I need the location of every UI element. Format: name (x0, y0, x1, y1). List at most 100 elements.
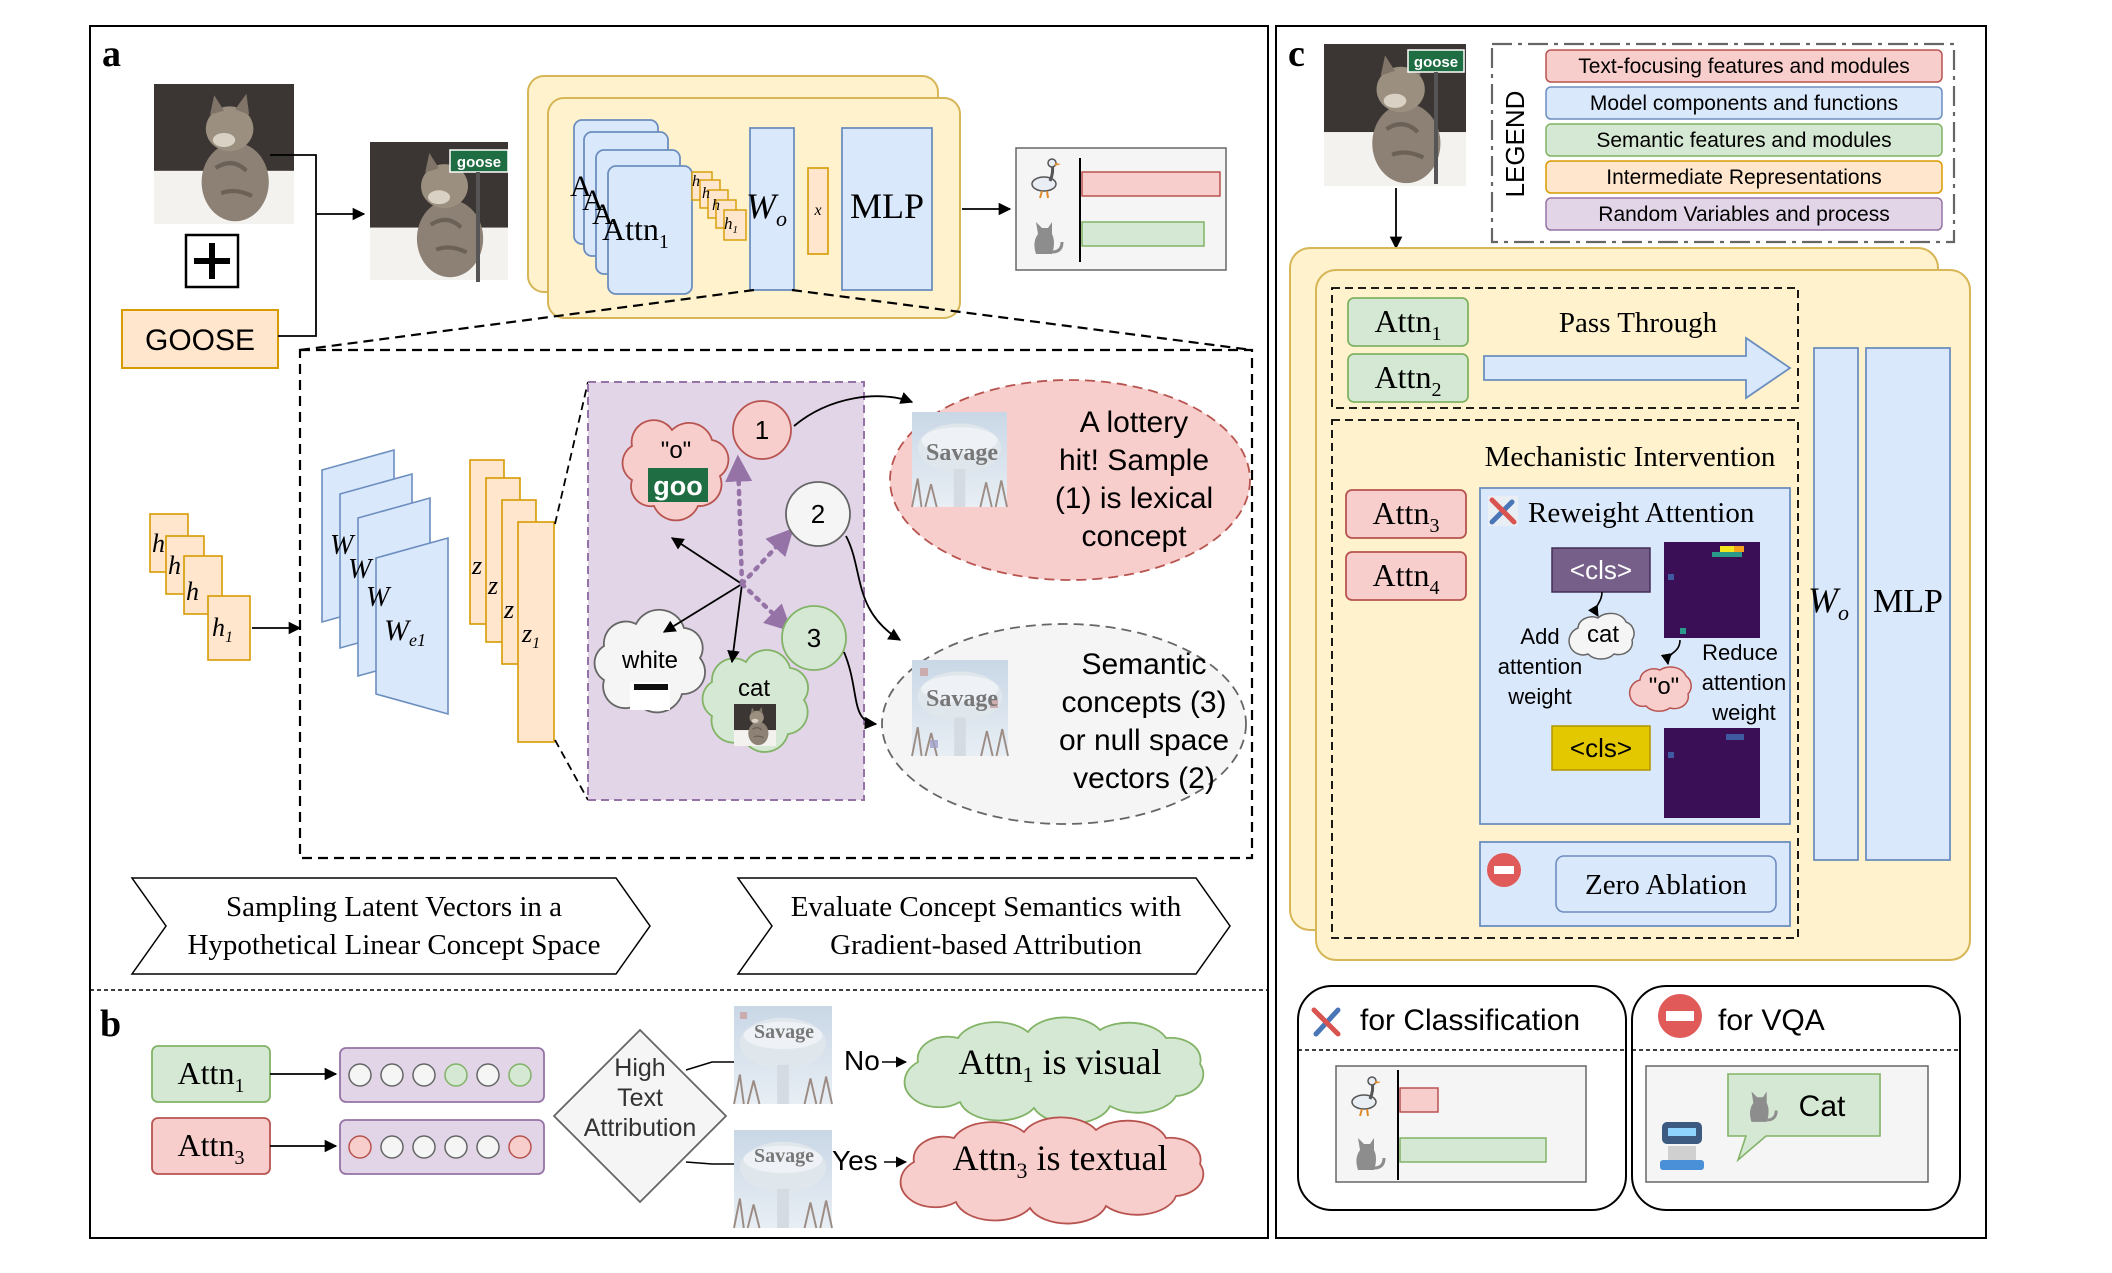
wrench-icon (1488, 496, 1518, 526)
b-attn1-box: Attn1 (151, 1045, 271, 1103)
concept-o-cloud: "o" goo (621, 419, 730, 522)
mech-intervention-title: Mechanistic Intervention (1485, 441, 1776, 473)
vector-element (508, 1063, 532, 1087)
goose-score-bar (1081, 171, 1221, 197)
legend: LEGEND Text-focusing features and module… (1490, 42, 1956, 244)
wrench-icon (1311, 1007, 1341, 1037)
b-textual-cloud: Attn3 is textual (899, 1116, 1205, 1225)
attn-stack-label: A (592, 198, 614, 231)
add-line: Add (1520, 624, 1559, 649)
plus-box (184, 233, 240, 289)
legend-title: LEGEND (1500, 91, 1530, 198)
concept-o-label: "o" (661, 437, 691, 464)
c-o-cloud: "o" (1628, 666, 1692, 712)
c-mlp-block: MLP (1865, 347, 1951, 861)
tower-text: Savage (926, 440, 998, 466)
latent-z-stack: z z z z1 (469, 459, 555, 743)
merge-connector (270, 154, 317, 337)
classification-card: for Classification (1297, 985, 1627, 1211)
z-label: z (503, 595, 514, 624)
sample-3-label: 3 (807, 623, 821, 653)
minus-icon (1658, 994, 1702, 1038)
goose-word-box: GOOSE (121, 309, 279, 369)
panel-label-c: c (1288, 33, 1305, 75)
latent-h-label: h (186, 577, 199, 606)
semantic-arrow (843, 651, 878, 730)
semantic-line: Semantic (1081, 648, 1206, 681)
h-label: h (702, 185, 710, 202)
vector-element (444, 1135, 468, 1159)
we-label: W (366, 582, 392, 613)
zoom-line-right (791, 288, 1253, 352)
c-wo-label: Wo (1808, 580, 1849, 625)
b-vector-3 (339, 1119, 545, 1175)
zero-ablation-label: Zero Ablation (1585, 869, 1747, 901)
b-diamond: High Text Attribution (552, 1028, 728, 1204)
panel-label-a: a (102, 33, 121, 75)
robot-icon (1660, 1122, 1704, 1170)
reduce-line: Reduce (1702, 640, 1778, 665)
c-attn4-box: Attn4 (1345, 551, 1467, 601)
semantic-line: vectors (2) (1073, 762, 1215, 795)
c-goose-score-bar (1399, 1087, 1439, 1113)
step-sampling-line: Hypothetical Linear Concept Space (187, 929, 600, 961)
mlp-label: MLP (850, 186, 924, 226)
sampling-arrows (725, 454, 794, 632)
pass-through-label: Pass Through (1559, 307, 1718, 339)
diamond-line: Attribution (584, 1114, 697, 1142)
vqa-answer: Cat (1799, 1090, 1846, 1123)
projection-line (554, 381, 589, 525)
h1-label: h1 (724, 214, 738, 236)
c-input-image: goose (1324, 44, 1466, 186)
panel-c-frame (1275, 25, 1987, 1239)
b-visual-cloud: Attn1 is visual (903, 1016, 1205, 1125)
b-vector-1 (339, 1047, 545, 1103)
c-sign-goose: goose (1414, 54, 1458, 71)
b-yes-label: Yes (832, 1145, 878, 1176)
for-vqa-label: for VQA (1718, 1004, 1825, 1037)
null-arrow (845, 535, 902, 641)
z-label: z (471, 551, 482, 580)
sample-1-label: 1 (755, 415, 769, 445)
c-cat-score-bar (1399, 1137, 1547, 1163)
legend-swatch (1545, 197, 1943, 231)
wo-block: Wo (746, 127, 795, 291)
b-yes-connector (685, 1161, 734, 1165)
add-line: weight (1507, 684, 1572, 709)
basis-arrows (662, 537, 743, 664)
pass-through-box (1331, 287, 1799, 409)
semantic-line: or null space (1059, 724, 1229, 757)
zero-ablation-panel: Zero Ablation (1479, 841, 1791, 927)
b-no-label: No (844, 1045, 880, 1076)
typographic-attack-image: goose (370, 142, 508, 282)
cls-token-top (1551, 547, 1651, 593)
head-output-stack: h h h h1 (691, 171, 747, 241)
c-cat-label: cat (1587, 621, 1619, 648)
projection-line (554, 739, 589, 801)
sample-1: 1 (732, 400, 792, 460)
svg-text:Attn3: Attn3 (178, 1127, 245, 1169)
heatmap-bottom (1664, 728, 1760, 818)
b-no-connector (685, 1061, 734, 1071)
x-label: x (813, 202, 821, 219)
vector-element (380, 1135, 404, 1159)
vector-element (444, 1063, 468, 1087)
lottery-line: (1) is lexical (1055, 482, 1213, 515)
svg-text:Attn1: Attn1 (1375, 303, 1442, 345)
legend-swatch (1545, 160, 1943, 194)
c-mlp-label: MLP (1873, 583, 1943, 620)
wo-label: Wo (746, 186, 787, 231)
x-block: x (807, 167, 829, 255)
encoder-stack: W W W We1 (321, 448, 449, 716)
mech-intervention-box (1331, 419, 1799, 939)
legend-item-label: Intermediate Representations (1606, 166, 1882, 189)
step-sampling: Sampling Latent Vectors in a Hypothetica… (130, 877, 651, 975)
vector-element (348, 1063, 372, 1087)
we-label: W (348, 554, 374, 585)
svg-text:Savage: Savage (754, 1021, 814, 1043)
sample-3: 3 (781, 605, 847, 671)
diamond-line: Text (617, 1084, 663, 1112)
c-cat-cloud: cat (1568, 612, 1635, 660)
b-attn3-box: Attn3 (151, 1117, 271, 1175)
